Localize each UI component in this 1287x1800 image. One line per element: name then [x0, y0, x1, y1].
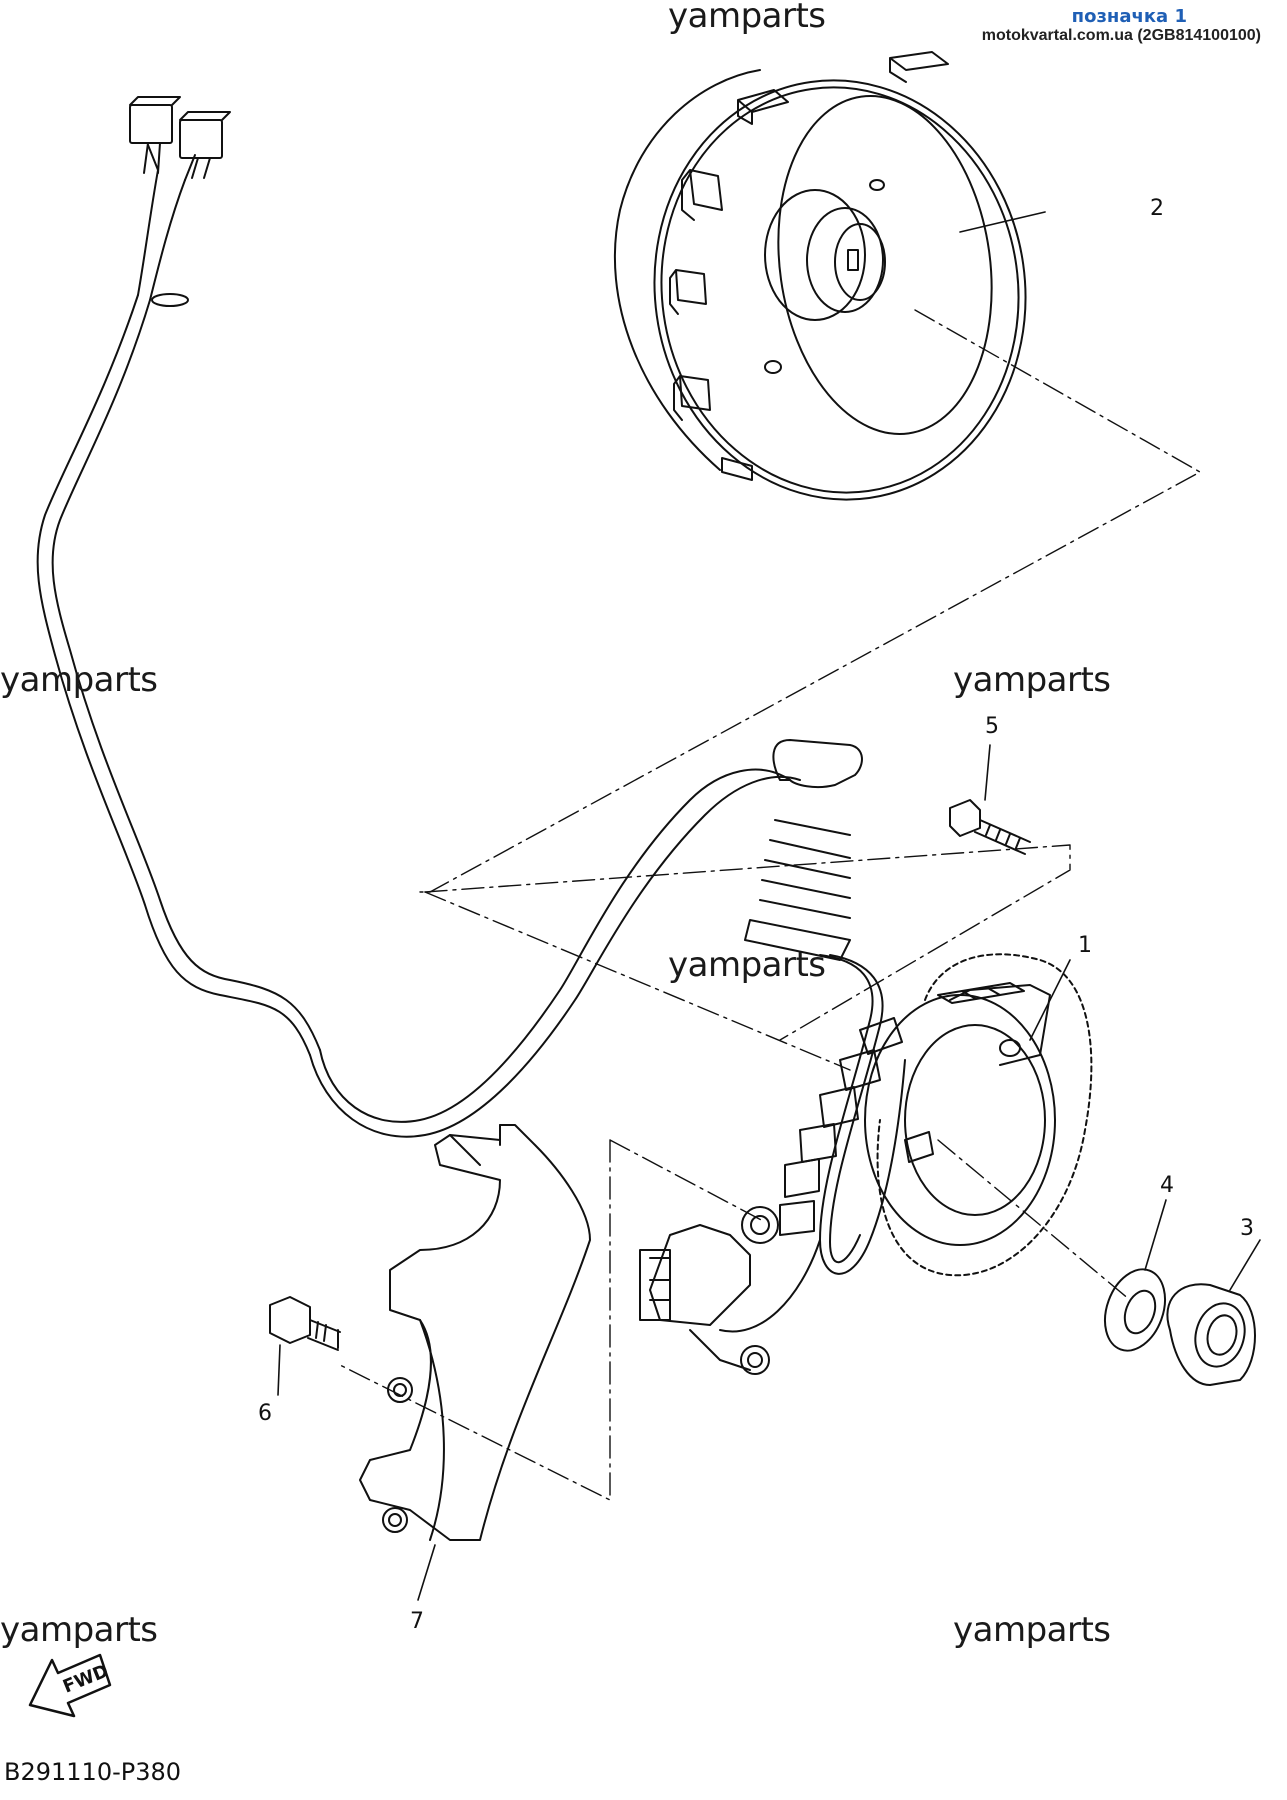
watermark-top: yamparts	[668, 0, 826, 36]
watermark-center: yamparts	[668, 945, 826, 985]
wire-harness	[36, 96, 321, 1056]
part-number-6: 6	[258, 1401, 272, 1426]
watermark-right: yamparts	[953, 660, 1111, 700]
screw-6	[269, 1296, 341, 1351]
part-labels: 1 2 3 4 5 6 7	[258, 196, 1254, 1634]
part-number-1: 1	[1078, 933, 1092, 958]
part-number-7: 7	[410, 1609, 424, 1634]
part-number-5: 5	[985, 714, 999, 739]
assembly-lines	[339, 309, 1201, 1501]
header-title: позначка 1	[1071, 6, 1187, 27]
stator-assembly	[309, 739, 1093, 1375]
header-site: motokvartal.com.ua (2GB814100100)	[981, 27, 1261, 44]
watermark-left: yamparts	[0, 660, 158, 700]
part-number-2: 2	[1150, 196, 1164, 221]
watermark-bottom-left: yamparts	[0, 1610, 158, 1650]
leader-lines	[277, 211, 1261, 1601]
stator-plate	[359, 1124, 591, 1541]
part-number-4: 4	[1160, 1173, 1174, 1198]
nut-3	[1166, 1283, 1256, 1386]
bolt-5	[949, 799, 1031, 855]
fwd-arrow-icon: FWD	[28, 1653, 112, 1718]
part-number-3: 3	[1240, 1216, 1254, 1241]
diagram-code: B291110-P380	[4, 1758, 182, 1786]
washer-4	[1104, 1268, 1166, 1352]
flywheel-rotor	[613, 51, 1027, 501]
watermark-bottom-right: yamparts	[953, 1610, 1111, 1650]
